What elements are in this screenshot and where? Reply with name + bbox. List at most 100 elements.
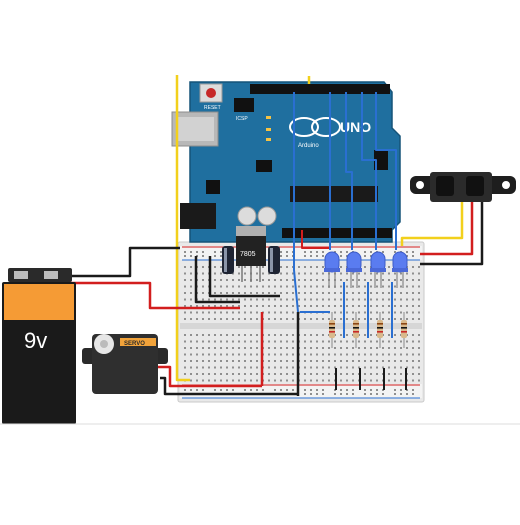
breadboard-hole: [364, 305, 366, 307]
breadboard-hole: [346, 292, 348, 294]
breadboard-hole: [328, 353, 330, 356]
rail-hole: [202, 251, 204, 253]
breadboard-hole: [208, 305, 210, 307]
breadboard-hole: [286, 318, 288, 320]
breadboard-hole: [364, 272, 366, 275]
breadboard-hole: [190, 279, 192, 281]
rail-hole: [352, 389, 354, 391]
breadboard-hole: [352, 353, 354, 356]
breadboard-hole: [304, 334, 306, 336]
servo-label-strip: [120, 338, 156, 346]
breadboard-hole: [376, 305, 378, 307]
breadboard-hole: [352, 272, 354, 275]
breadboard-hole: [370, 347, 372, 349]
breadboard-hole: [184, 311, 186, 314]
breadboard-hole: [244, 285, 246, 288]
breadboard-hole: [232, 311, 234, 314]
breadboard-hole: [226, 334, 228, 336]
rail-hole: [196, 389, 198, 391]
breadboard-hole: [238, 305, 240, 307]
breadboard-hole: [286, 347, 288, 349]
rail-hole: [382, 251, 384, 253]
breadboard-hole: [406, 318, 408, 320]
breadboard-hole: [292, 334, 294, 336]
breadboard-hole: [376, 311, 378, 314]
rail-hole: [412, 393, 414, 395]
breadboard-hole: [316, 272, 318, 275]
breadboard-hole: [256, 353, 258, 356]
breadboard-hole: [226, 311, 228, 314]
breadboard-hole: [406, 285, 408, 288]
breadboard-hole: [184, 340, 186, 343]
breadboard-hole: [334, 366, 336, 369]
breadboard-hole: [406, 298, 408, 301]
breadboard-hole: [418, 266, 420, 268]
breadboard-hole: [274, 292, 276, 294]
breadboard-hole: [364, 360, 366, 362]
rail-hole: [346, 255, 348, 257]
breadboard-hole: [202, 266, 204, 268]
breadboard-hole: [310, 353, 312, 356]
breadboard-hole: [352, 340, 354, 343]
breadboard-hole: [382, 353, 384, 356]
rail-hole: [412, 255, 414, 257]
arduino-uno-logo-text: UNO: [340, 119, 371, 135]
breadboard-hole: [208, 298, 210, 301]
breadboard-hole: [184, 334, 186, 336]
rail-hole: [262, 389, 264, 391]
arduino-logo-right: [311, 117, 341, 137]
breadboard-hole: [418, 305, 420, 307]
breadboard-hole: [232, 279, 234, 281]
breadboard-hole: [268, 311, 270, 314]
breadboard-hole: [418, 347, 420, 349]
breadboard-hole: [226, 353, 228, 356]
rail-hole: [364, 389, 366, 391]
breadboard-hole: [292, 379, 294, 382]
breadboard-hole: [244, 279, 246, 281]
breadboard-hole: [232, 318, 234, 320]
regulator-tab: [236, 226, 266, 236]
breadboard-hole: [214, 373, 216, 375]
breadboard-hole: [286, 379, 288, 382]
breadboard-hole: [292, 311, 294, 314]
resistor: [329, 320, 335, 338]
rail-hole: [220, 389, 222, 391]
dc-power-jack: [180, 203, 216, 229]
breadboard-hole: [190, 318, 192, 320]
breadboard-hole: [250, 318, 252, 320]
rail-hole: [406, 251, 408, 253]
breadboard-hole: [388, 340, 390, 343]
breadboard-hole: [274, 334, 276, 336]
breadboard-hole: [364, 285, 366, 288]
breadboard-hole: [418, 272, 420, 275]
breadboard-hole: [322, 285, 324, 288]
resistor-group: [329, 312, 407, 348]
breadboard-hole: [196, 311, 198, 314]
breadboard-hole: [184, 373, 186, 375]
breadboard-hole: [214, 334, 216, 336]
breadboard-hole: [340, 285, 342, 288]
battery-terminal: [14, 271, 28, 279]
rail-hole: [346, 389, 348, 391]
breadboard-hole: [232, 373, 234, 375]
rail-hole: [244, 389, 246, 391]
breadboard-hole: [244, 318, 246, 320]
rail-hole: [370, 393, 372, 395]
breadboard-hole: [412, 353, 414, 356]
board-capacitor-icon: [257, 206, 277, 226]
breadboard-hole: [238, 292, 240, 294]
breadboard-hole: [220, 266, 222, 268]
rail-hole: [316, 393, 318, 395]
breadboard-hole: [196, 318, 198, 320]
breadboard-hole: [274, 366, 276, 369]
breadboard-hole: [316, 292, 318, 294]
breadboard-hole: [286, 311, 288, 314]
breadboard-hole: [388, 272, 390, 275]
breadboard-hole: [322, 292, 324, 294]
breadboard-hole: [394, 366, 396, 369]
rail-hole: [304, 389, 306, 391]
breadboard-hole: [196, 366, 198, 369]
breadboard-hole: [304, 366, 306, 369]
breadboard-hole: [214, 305, 216, 307]
